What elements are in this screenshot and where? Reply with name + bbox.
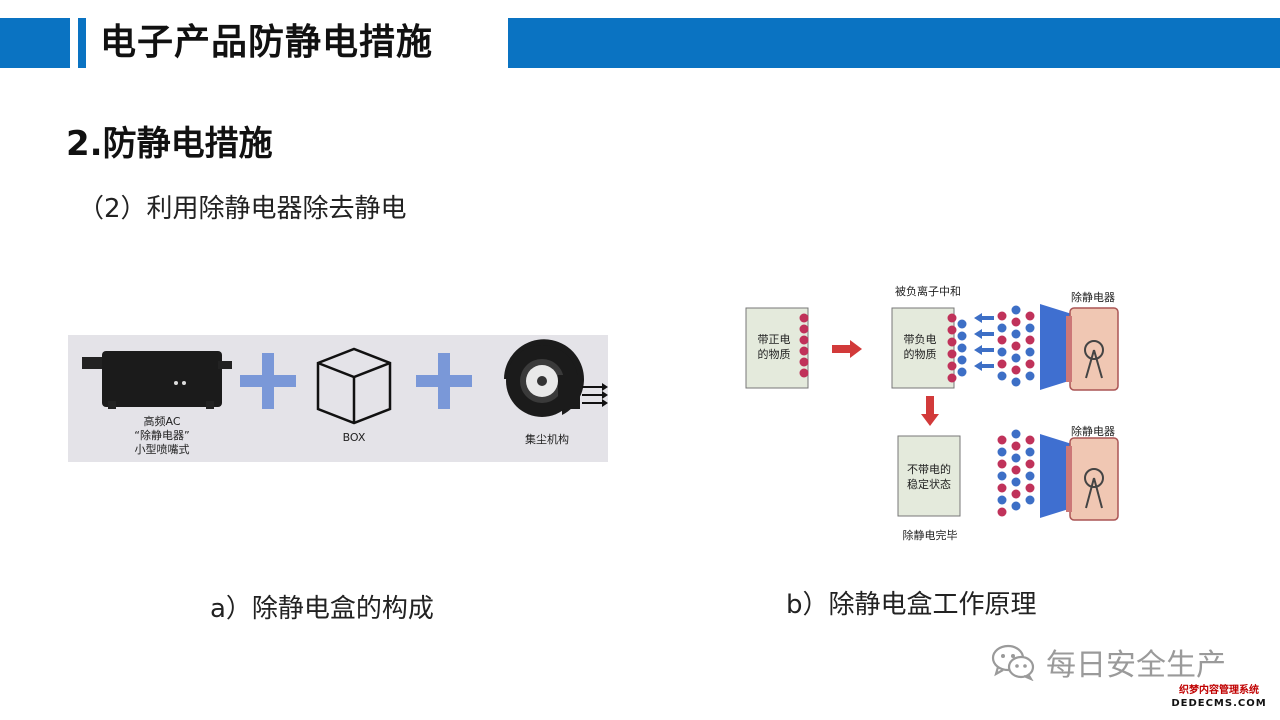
device-label: 高频AC “除静电器” 小型喷嘴式 [112, 415, 212, 457]
plus-icon [416, 353, 472, 409]
positive-object-line: 带正电 [757, 333, 791, 346]
stable-state-box [897, 435, 961, 517]
positive-object-box [745, 307, 809, 389]
diagram-a-panel: 高频AC “除静电器” 小型喷嘴式 BOX 集尘机构 [68, 335, 608, 462]
diagram-a-graphic [82, 339, 608, 425]
negative-object-label: 带负电 的物质 [896, 332, 944, 362]
page-title: 电子产品防静电措施 [100, 22, 434, 63]
positive-object-line: 的物质 [757, 348, 791, 361]
eliminator-label-bottom: 除静电器 [1071, 425, 1115, 438]
stable-state-line: 不带电的 [907, 463, 951, 476]
header-bar-tick [78, 18, 86, 68]
negative-object-box [891, 307, 955, 389]
plus-icon [240, 353, 296, 409]
negative-object-line: 带负电 [903, 333, 937, 346]
ion-flow-arrows [974, 313, 994, 371]
wechat-icon [991, 644, 1035, 681]
device-label-line: “除静电器” [134, 429, 190, 442]
ion-columns-top [997, 305, 1035, 387]
device-label-line: 高频AC [143, 415, 181, 428]
arrow-right-icon [832, 340, 862, 358]
header-bar-right [508, 18, 1280, 68]
neutralized-label: 被负离子中和 [895, 285, 961, 298]
header-bar-left [0, 18, 70, 68]
diagram-b-graphic [745, 304, 1119, 521]
done-label: 除静电完毕 [902, 529, 958, 542]
arrow-down-icon [921, 396, 939, 426]
negative-object-line: 的物质 [903, 348, 937, 361]
site-watermark: 织梦内容管理系统 DEDECMS.COM [1164, 684, 1274, 710]
wechat-account: 每日安全生产 [990, 642, 1226, 683]
box-cube-icon [316, 347, 392, 425]
ion-cone-bottom [1040, 434, 1072, 518]
blower-fan-icon [504, 339, 608, 417]
ionizer-device-icon [82, 351, 232, 409]
neutralized-ion-column [947, 313, 967, 383]
caption-a: a）除静电盒的构成 [210, 594, 434, 624]
ion-columns-bottom [997, 429, 1035, 517]
device-label-line: 小型喷嘴式 [134, 443, 190, 456]
collector-label: 集尘机构 [525, 433, 569, 446]
stable-state-line: 稳定状态 [907, 478, 951, 491]
box-label: BOX [342, 431, 366, 444]
caption-b: b）除静电盒工作原理 [786, 590, 1037, 620]
eliminator-label-top: 除静电器 [1071, 291, 1115, 304]
watermark-bottom: DEDECMS.COM [1171, 698, 1267, 709]
wechat-account-name: 每日安全生产 [1046, 648, 1226, 683]
eliminator-device-icon [1066, 307, 1119, 391]
eliminator-device-icon [1066, 437, 1119, 521]
positive-object-label: 带正电 的物质 [750, 332, 798, 362]
section-subtitle: （2）利用除静电器除去静电 [78, 194, 407, 224]
positive-ion-column [799, 313, 809, 378]
section-title: 2.防静电措施 [66, 124, 273, 164]
diagram-b-panel: 被负离子中和 除静电器 除静电器 带正电 的物质 带负电 的物质 不带电的 稳定… [740, 278, 1140, 553]
ion-cone-top [1040, 304, 1072, 390]
stable-state-label: 不带电的 稳定状态 [900, 462, 958, 492]
watermark-top: 织梦内容管理系统 [1164, 684, 1274, 697]
